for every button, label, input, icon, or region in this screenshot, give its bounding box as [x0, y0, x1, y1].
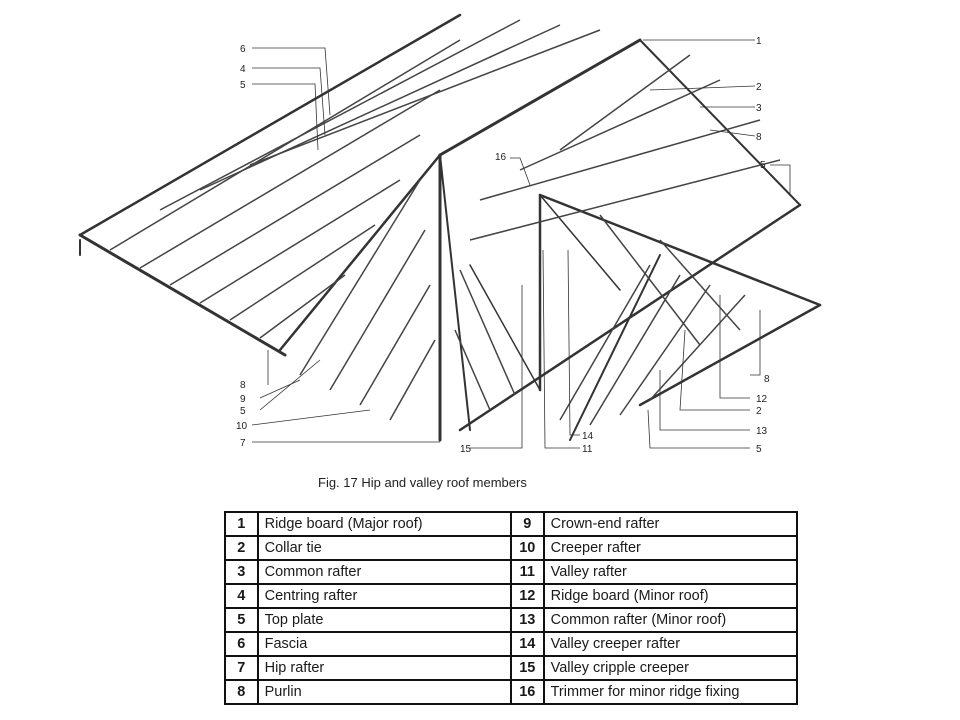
table-row: 6 Fascia 14 Valley creeper rafter: [224, 631, 799, 657]
legend-label: Common rafter (Minor roof): [542, 607, 799, 633]
legend-label: Valley rafter: [542, 559, 799, 585]
legend-label: Trimmer for minor ridge fixing: [542, 679, 799, 705]
legend-table: 1 Ridge board (Major roof) 9 Crown-end r…: [224, 511, 799, 705]
callout-label: 16: [495, 152, 507, 163]
callout-label: 3: [756, 103, 762, 114]
legend-number: 13: [509, 607, 545, 633]
legend-number: 4: [224, 583, 259, 609]
legend-label: Crown-end rafter: [542, 511, 799, 537]
callout-label: 9: [240, 394, 246, 405]
legend-number: 6: [224, 631, 259, 657]
legend-number: 1: [224, 511, 259, 537]
figure-caption: Fig. 17 Hip and valley roof members: [318, 475, 527, 490]
callout-label: 8: [756, 132, 762, 143]
table-row: 7 Hip rafter 15 Valley cripple creeper: [224, 655, 799, 681]
table-row: 3 Common rafter 11 Valley rafter: [224, 559, 799, 585]
callout-label: 5: [760, 160, 766, 171]
callout-label: 8: [764, 374, 770, 385]
legend-label: Collar tie: [256, 535, 512, 561]
roof-frame-drawing: [78, 13, 822, 442]
callout-label: 14: [582, 431, 594, 442]
legend-label: Fascia: [256, 631, 512, 657]
callout-label: 1: [756, 36, 762, 47]
legend-number: 8: [224, 679, 259, 705]
legend-label: Top plate: [256, 607, 512, 633]
legend-label: Hip rafter: [256, 655, 512, 681]
legend-number: 2: [224, 535, 259, 561]
legend-number: 11: [509, 559, 545, 585]
callout-label: 5: [240, 406, 246, 417]
callout-label: 7: [240, 438, 246, 449]
legend-number: 16: [509, 679, 545, 705]
callout-label: 2: [756, 82, 762, 93]
minor-roof-rafters: [559, 214, 746, 426]
table-row: 2 Collar tie 10 Creeper rafter: [224, 535, 799, 561]
legend-number: 12: [509, 583, 545, 609]
callout-label: 4: [240, 64, 246, 75]
callout-label: 13: [756, 426, 768, 437]
legend-number: 3: [224, 559, 259, 585]
callout-leaders: [251, 39, 791, 449]
table-row: 5 Top plate 13 Common rafter (Minor roof…: [224, 607, 799, 633]
callout-label: 15: [460, 444, 472, 455]
callout-label: 2: [756, 406, 762, 417]
legend-label: Centring rafter: [256, 583, 512, 609]
legend-label: Ridge board (Major roof): [256, 511, 512, 537]
callout-label: 8: [240, 380, 246, 391]
legend-label: Common rafter: [256, 559, 512, 585]
table-row: 1 Ridge board (Major roof) 9 Crown-end r…: [224, 511, 799, 537]
legend-label: Ridge board (Minor roof): [542, 583, 799, 609]
legend-number: 5: [224, 607, 259, 633]
common-rafters-left: [109, 19, 601, 339]
callout-label: 5: [756, 444, 762, 455]
callout-label: 6: [240, 44, 246, 55]
legend-number: 7: [224, 655, 259, 681]
legend-label: Valley creeper rafter: [542, 631, 799, 657]
table-row: 4 Centring rafter 12 Ridge board (Minor …: [224, 583, 799, 609]
legend-number: 15: [509, 655, 545, 681]
callout-label: 5: [240, 80, 246, 91]
legend-label: Creeper rafter: [542, 535, 799, 561]
creeper-rafters: [299, 54, 781, 421]
roof-framing-diagram: 1 2 3 4 5 6 8 16 5 8 12 2 13 5 14 11 15 …: [78, 13, 822, 455]
table-row: 8 Purlin 16 Trimmer for minor ridge fixi…: [224, 679, 799, 705]
callout-label: 11: [582, 444, 593, 455]
legend-label: Purlin: [256, 679, 512, 705]
legend-number: 9: [509, 511, 545, 537]
callout-label: 10: [236, 421, 248, 432]
legend-label: Valley cripple creeper: [542, 655, 799, 681]
callout-labels: 1 2 3 4 5 6 8 16 5 8 12 2 13 5 14 11 15 …: [236, 36, 770, 455]
legend-number: 10: [509, 535, 545, 561]
legend-number: 14: [509, 631, 545, 657]
callout-label: 12: [756, 394, 768, 405]
